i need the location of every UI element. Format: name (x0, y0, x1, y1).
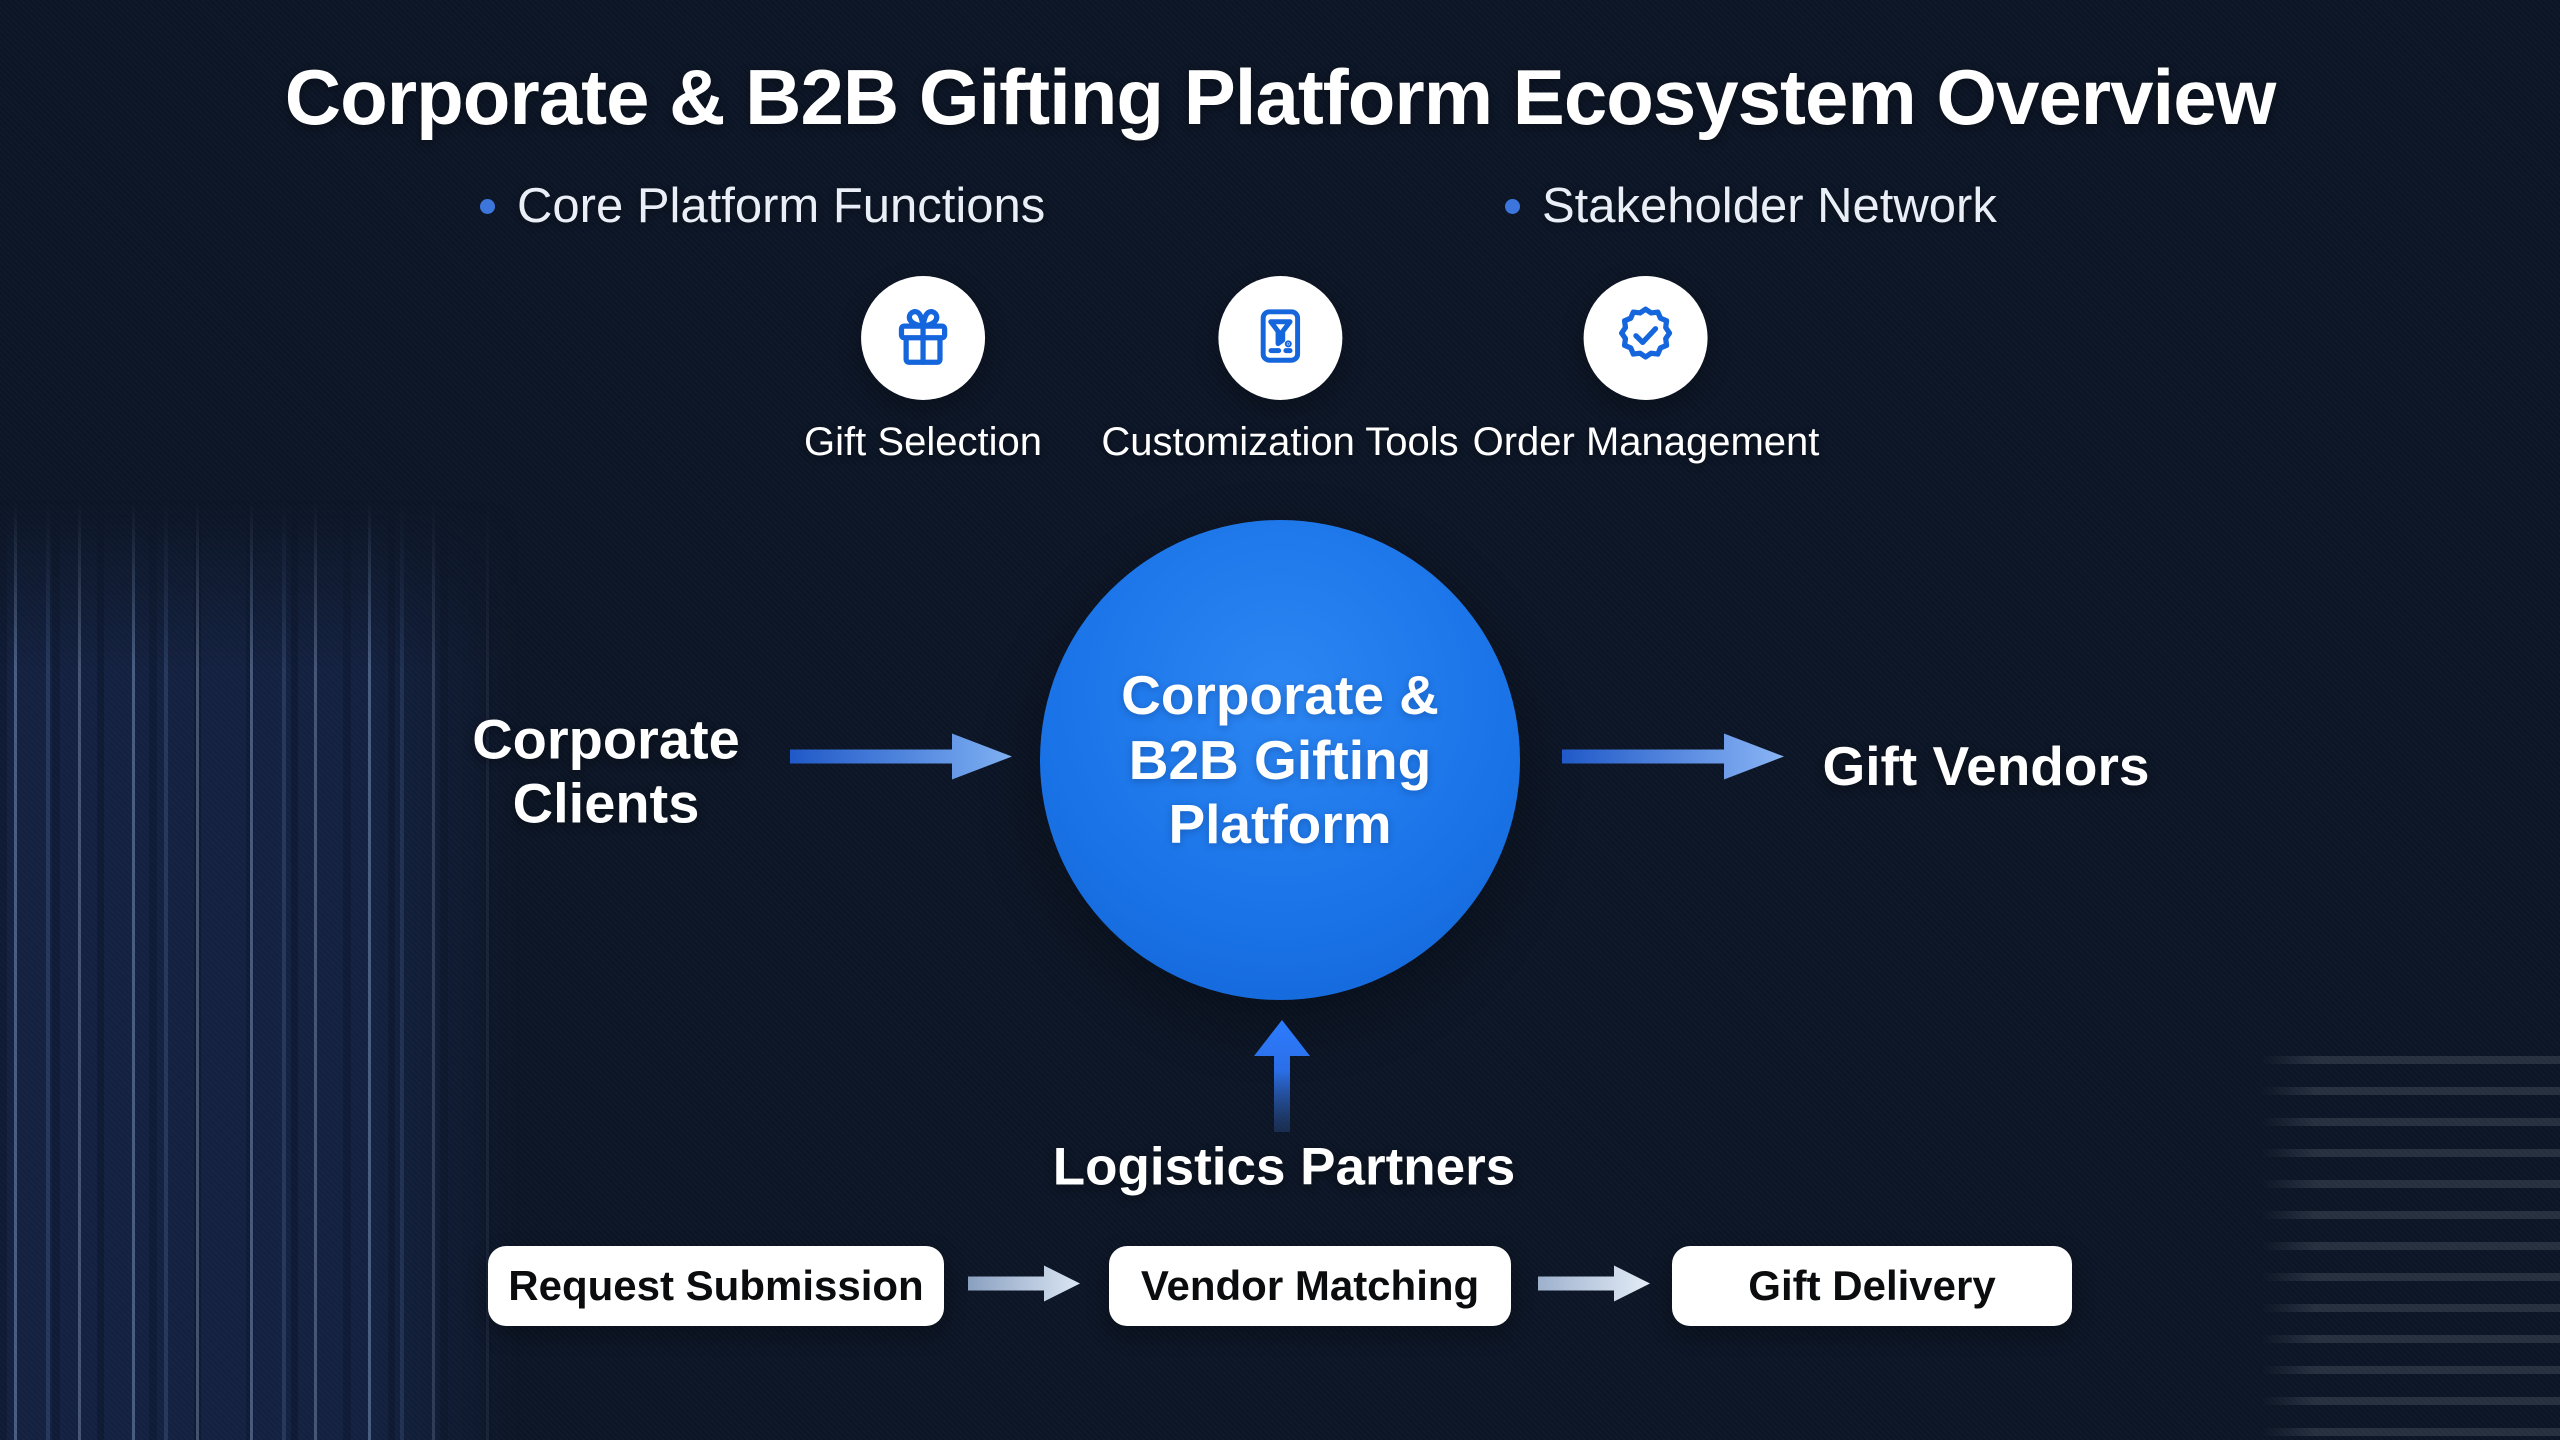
function-label: Customization Tools (1101, 420, 1459, 464)
page-title: Corporate & B2B Gifting Platform Ecosyst… (284, 53, 2277, 141)
bullet-dot-icon (480, 198, 495, 214)
arrow-vendor-to-delivery-icon (1538, 1262, 1650, 1311)
function-label: Gift Selection (804, 420, 1042, 464)
legend-stakeholder-network: Stakeholder Network (1505, 178, 1997, 234)
stakeholder-gift-vendors: Gift Vendors (1822, 735, 2150, 797)
arrow-platform-to-vendors-icon (1562, 722, 1784, 797)
function-label: Order Management (1472, 420, 1820, 464)
function-gift-selection: Gift Selection (804, 276, 1042, 465)
legend-label: Stakeholder Network (1542, 179, 1997, 233)
arrow-clients-to-platform-icon (790, 722, 1012, 797)
process-step-vendor-matching: Vendor Matching (1109, 1246, 1511, 1326)
blinds-slats-decoration (2260, 1045, 2560, 1440)
icon-circle (1218, 276, 1342, 400)
icon-circle (860, 276, 985, 400)
arrow-request-to-vendor-icon (968, 1262, 1080, 1311)
legend-core-platform-functions: Core Platform Functions (480, 178, 1045, 234)
arrow-logistics-to-platform-icon (1251, 1020, 1313, 1137)
stakeholder-logistics-partners: Logistics Partners (1052, 1137, 1516, 1197)
legend-label: Core Platform Functions (517, 179, 1046, 233)
filter-document-icon (1245, 301, 1315, 376)
bullet-dot-icon (1505, 198, 1520, 214)
function-customization-tools: Customization Tools (1101, 276, 1459, 465)
curtain-stripes-decoration (0, 500, 520, 1440)
stakeholder-corporate-clients: Corporate Clients (472, 707, 740, 835)
function-order-management: Order Management (1472, 276, 1820, 465)
icon-circle (1584, 276, 1708, 400)
shield-check-icon (1611, 301, 1681, 376)
process-step-gift-delivery: Gift Delivery (1672, 1246, 2072, 1326)
platform-hub-node: Corporate & B2B Gifting Platform (1040, 520, 1520, 1000)
gift-icon (888, 301, 958, 376)
process-step-request-submission: Request Submission (488, 1246, 944, 1326)
